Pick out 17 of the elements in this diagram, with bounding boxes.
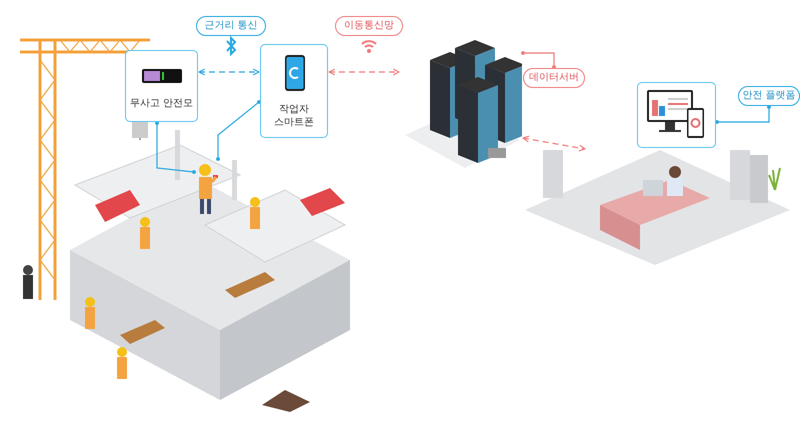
dashboard-box [637,82,716,148]
link-label: 이동통신망 [335,16,403,36]
server-label: 데이터서버 [523,68,585,88]
leader-line [216,100,261,161]
leader-line [715,105,771,124]
leader-line [521,51,556,69]
node-label: 작업자 스마트폰 [273,103,315,129]
platform-label: 안전 플랫폼 [738,86,800,106]
arrow [522,136,586,152]
node-label: 무사고 안전모 [128,97,194,110]
link-label: 근거리 통신 [196,16,266,36]
helmet-sensor-box [125,50,198,122]
arrow [328,68,400,76]
office-drawing [525,150,790,265]
smartphone-box [260,44,328,138]
leader-line [155,121,196,174]
arrow [198,68,260,76]
